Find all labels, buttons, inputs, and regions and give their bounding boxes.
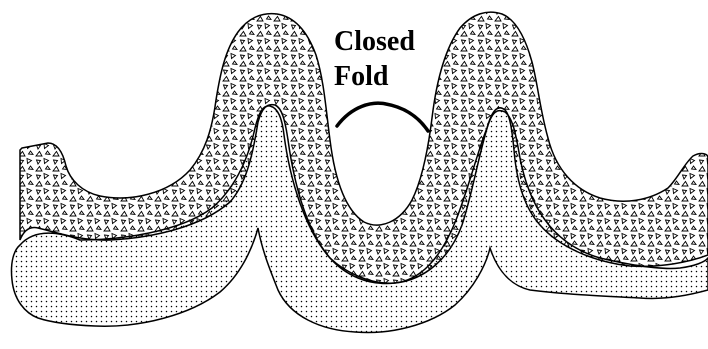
closed-fold-arc <box>337 103 428 131</box>
closed-fold-label-line2: Fold <box>334 61 389 92</box>
closed-fold-label-line1: Closed <box>334 26 415 57</box>
